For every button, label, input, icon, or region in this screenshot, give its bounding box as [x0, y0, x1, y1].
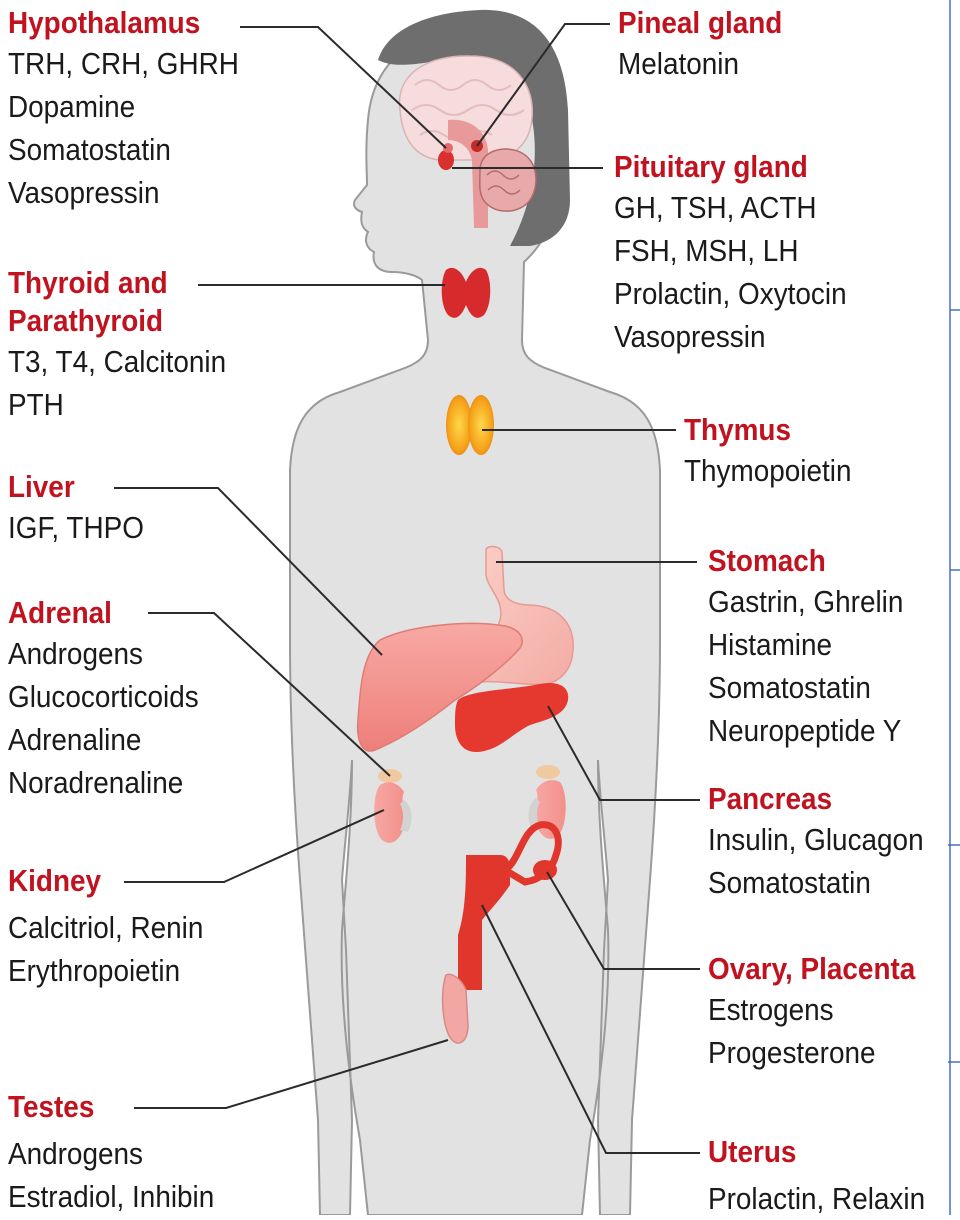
testes-line: Estradiol, Inhibin: [8, 1175, 214, 1218]
label-pancreas: Pancreas Insulin, Glucagon Somatostatin: [708, 780, 948, 904]
label-pineal: Pineal gland Melatonin: [618, 4, 801, 85]
hypothalamus-line: Vasopressin: [8, 171, 239, 214]
thyroid-line: PTH: [8, 383, 226, 426]
adrenal-line: Adrenaline: [8, 718, 199, 761]
label-stomach: Stomach Gastrin, Ghrelin Histamine Somat…: [708, 542, 925, 752]
pituitary-line: Vasopressin: [614, 315, 847, 358]
pineal-title: Pineal gland: [618, 4, 782, 42]
stomach-line: Histamine: [708, 623, 903, 666]
ovary-title: Ovary, Placenta: [708, 950, 915, 988]
label-liver: Liver IGF, THPO: [8, 468, 159, 549]
pituitary-line: Prolactin, Oxytocin: [614, 272, 847, 315]
kidney-line: Calcitriol, Renin: [8, 906, 203, 949]
testes-line: Androgens: [8, 1132, 214, 1175]
label-pituitary: Pituitary gland GH, TSH, ACTH FSH, MSH, …: [614, 148, 872, 358]
stomach-line: Gastrin, Ghrelin: [708, 580, 903, 623]
pituitary-line: GH, TSH, ACTH: [614, 186, 847, 229]
pituitary-title: Pituitary gland: [614, 148, 847, 186]
stomach-title: Stomach: [708, 542, 903, 580]
label-adrenal: Adrenal Androgens Glucocorticoids Adrena…: [8, 594, 220, 804]
pancreas-line: Insulin, Glucagon: [708, 818, 924, 861]
hypothalamus-title: Hypothalamus: [8, 4, 239, 42]
thyroid-title: Thyroid and: [8, 264, 226, 302]
ovary-line: Estrogens: [708, 988, 915, 1031]
label-thyroid: Thyroid and Parathyroid T3, T4, Calciton…: [8, 264, 250, 426]
stomach-line: Neuropeptide Y: [708, 709, 903, 752]
adrenal-title: Adrenal: [8, 594, 199, 632]
adrenal-line: Androgens: [8, 632, 199, 675]
hypothalamus-line: Dopamine: [8, 85, 239, 128]
thymus-title: Thymus: [684, 411, 851, 449]
hypothalamus-line: Somatostatin: [8, 128, 239, 171]
label-kidney: Kidney Calcitriol, Renin Erythropoietin: [8, 862, 225, 992]
ovary-line: Progesterone: [708, 1031, 915, 1074]
thymus-line: Thymopoietin: [684, 449, 851, 492]
kidney-title: Kidney: [8, 862, 203, 900]
label-ovary: Ovary, Placenta Estrogens Progesterone: [708, 950, 938, 1074]
testes-title: Testes: [8, 1088, 214, 1126]
stomach-line: Somatostatin: [708, 666, 903, 709]
label-hypothalamus: Hypothalamus TRH, CRH, GHRH Dopamine Som…: [8, 4, 265, 214]
pineal-line: Melatonin: [618, 42, 782, 85]
pancreas-line: Somatostatin: [708, 861, 924, 904]
adrenal-line: Noradrenaline: [8, 761, 199, 804]
right-edge-frame: [948, 0, 960, 1215]
pancreas-title: Pancreas: [708, 780, 924, 818]
hypothalamus-line: TRH, CRH, GHRH: [8, 42, 239, 85]
liver-line: IGF, THPO: [8, 506, 144, 549]
label-uterus: Uterus Prolactin, Relaxin: [708, 1133, 949, 1220]
uterus-title: Uterus: [708, 1133, 925, 1171]
pituitary-line: FSH, MSH, LH: [614, 229, 847, 272]
uterus-line: Prolactin, Relaxin: [708, 1177, 925, 1220]
thyroid-title: Parathyroid: [8, 302, 226, 340]
cerebellum: [480, 149, 536, 211]
thyroid-line: T3, T4, Calcitonin: [8, 340, 226, 383]
label-testes: Testes Androgens Estradiol, Inhibin: [8, 1088, 237, 1218]
adrenal-line: Glucocorticoids: [8, 675, 199, 718]
kidney-line: Erythropoietin: [8, 949, 203, 992]
label-thymus: Thymus Thymopoietin: [684, 411, 870, 492]
liver-title: Liver: [8, 468, 144, 506]
